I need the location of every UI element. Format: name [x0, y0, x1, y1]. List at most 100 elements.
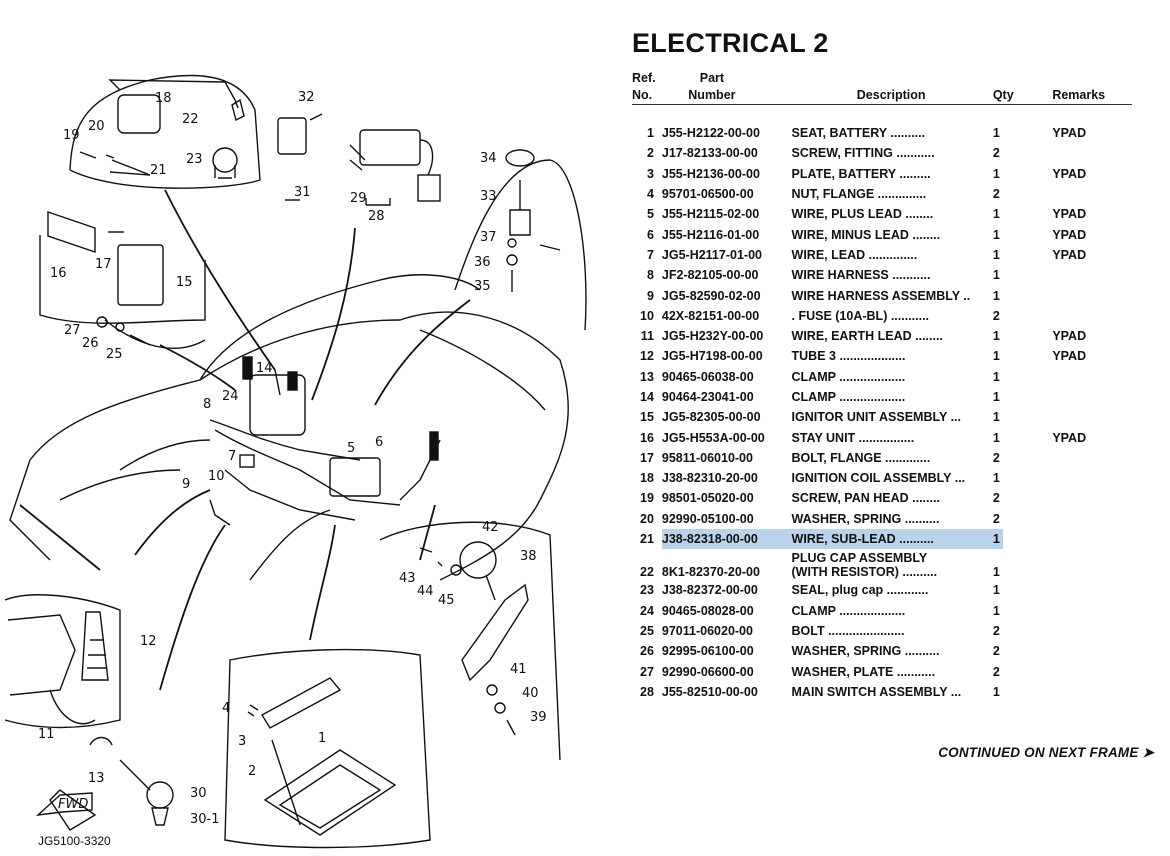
continued-next-frame-link[interactable]: CONTINUED ON NEXT FRAME ➤ [938, 745, 1154, 760]
description-cell: WIRE HARNESS ........... [791, 268, 931, 283]
battery-seat-subview [224, 648, 431, 849]
description-cell: WIRE, SUB-LEAD .......... [791, 528, 991, 550]
ref-cell: 1 [646, 126, 654, 141]
leader-lines [19, 189, 471, 691]
callout-19: 19 [63, 128, 80, 143]
description-cell: PLUG CAP ASSEMBLY(WITH RESISTOR) .......… [792, 549, 991, 580]
callout-30: 30 [190, 786, 207, 801]
part-number-cell: 95811-06010-00 [661, 450, 753, 465]
qty-cell: 1 [992, 247, 1000, 262]
description-cell: IGNITION COIL ASSEMBLY ... [791, 471, 966, 486]
ignition-coil-subview [69, 74, 261, 189]
qty-cell: 1 [990, 528, 1053, 550]
ref-cell: 7 [646, 247, 654, 262]
remarks-cell [1052, 601, 1132, 621]
part-number-cell: 90464-23041-00 [661, 390, 754, 404]
part-number-cell: JG5-H553A-00-00 [661, 430, 765, 445]
qty-cell: 1 [992, 349, 1000, 364]
figure-code: JG5100-3320 [38, 834, 111, 848]
remarks-cell [1052, 285, 1132, 305]
ref-cell: 3 [646, 166, 654, 181]
callout-7: 7 [228, 449, 236, 464]
callout-6: 6 [375, 435, 383, 450]
ref-cell: 13 [640, 369, 654, 384]
callout-4: 4 [222, 701, 230, 716]
description-cell: STAY UNIT ................ [791, 430, 915, 445]
callout-8: 8 [203, 397, 211, 412]
callout-27: 27 [64, 323, 81, 338]
remarks-cell [1052, 641, 1132, 661]
table-row[interactable]: 16 JG5-H553A-00-00 STAY UNIT .............… [632, 427, 1132, 447]
callout-30-1: 30-1 [190, 812, 220, 827]
fwd-label: FWD [58, 797, 88, 812]
description-cell: WASHER, PLATE ........... [791, 664, 936, 679]
callout-44: 44 [417, 584, 434, 599]
remarks-cell [1052, 509, 1132, 529]
remarks-cell: YPAD [1052, 349, 1087, 364]
callout-15: 15 [176, 275, 193, 290]
qty-cell: 2 [992, 664, 1000, 679]
callout-1: 1 [318, 731, 326, 746]
description-cell: WIRE, MINUS LEAD ........ [791, 227, 941, 242]
remarks-cell [1052, 621, 1132, 641]
description-line-1: PLUG CAP ASSEMBLY [791, 551, 928, 566]
callout-9: 9 [182, 477, 190, 492]
part-number-cell: 92995-06100-00 [661, 644, 754, 659]
remarks-cell: YPAD [1052, 430, 1087, 445]
ref-cell: 10 [640, 308, 654, 323]
ref-cell: 28 [640, 684, 654, 699]
description-cell: MAIN SWITCH ASSEMBLY ... [791, 684, 962, 699]
qty-cell: 2 [992, 187, 1000, 202]
part-number-cell: 95701-06500-00 [661, 187, 754, 202]
callout-26: 26 [82, 336, 99, 351]
remarks-cell: YPAD [1052, 166, 1087, 181]
callout-10: 10 [208, 469, 225, 484]
ref-cell: 8 [646, 268, 654, 283]
qty-cell: 1 [992, 126, 1000, 141]
callout-42: 42 [482, 520, 499, 535]
ref-cell: 15 [640, 410, 654, 425]
remarks-cell: YPAD [1052, 207, 1087, 222]
qty-cell: 2 [992, 644, 1000, 659]
part-number-cell: J38-82318-00-00 [661, 528, 792, 550]
main-switch-subview [277, 113, 441, 206]
description-cell: CLAMP ................... [791, 390, 906, 404]
ref-cell: 16 [640, 430, 654, 445]
part-number-cell: 42X-82151-00-00 [661, 308, 760, 323]
description-cell: TUBE 3 ................... [791, 349, 906, 364]
cart-body-outline [9, 274, 569, 581]
ref-cell: 4 [646, 187, 654, 202]
remarks-cell [1052, 265, 1132, 285]
remarks-cell: YPAD [1052, 126, 1087, 141]
